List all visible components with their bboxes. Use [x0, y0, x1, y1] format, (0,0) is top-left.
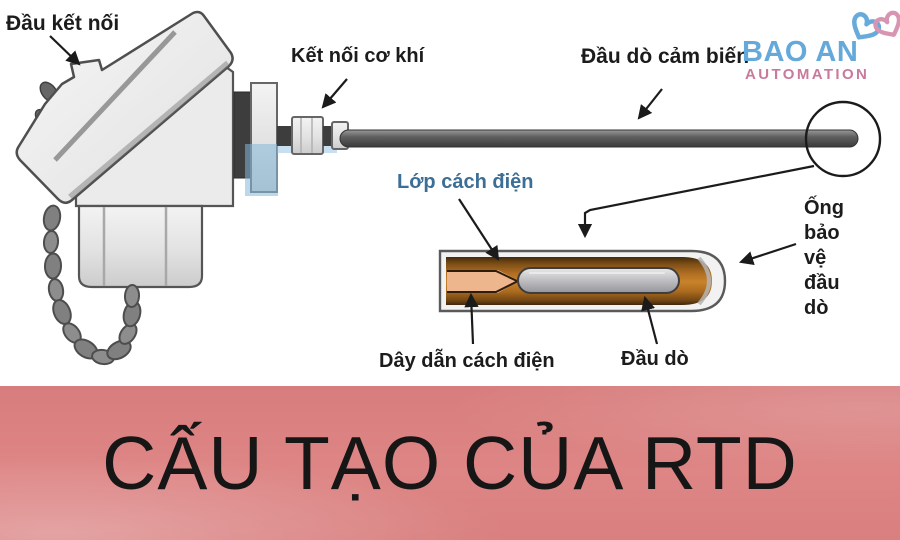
insulation-fill: [447, 270, 517, 293]
rtd-diagram: [15, 10, 900, 366]
connection-head-label: Đầu kết nối: [6, 12, 120, 35]
protection-tube-label: Ống bảo vệ đầu dò: [804, 196, 844, 321]
arrow-connection-head: [49, 35, 81, 66]
compression-fitting: [291, 116, 324, 155]
arrow-probe-tip: [641, 295, 659, 345]
sensor-probe-label: Đầu dò cảm biến: [581, 45, 750, 68]
arrow-insulated-wire: [464, 292, 479, 345]
logo-brand-name: BAO AN: [742, 36, 859, 68]
protection-tube-label-line: dò: [804, 297, 829, 319]
blue-highlight: [245, 144, 278, 196]
cap-chain: [42, 204, 142, 366]
mechanical-connection-label: Kết nối cơ khí: [291, 45, 425, 67]
mechanical-fittings: [233, 82, 349, 196]
protection-tube-label-line: Ống: [804, 197, 844, 219]
spacer: [277, 126, 292, 146]
title-banner: CẤU TẠO CỦA RTD: [0, 386, 900, 540]
arrow-insulation-layer: [458, 198, 500, 261]
sensing-element: [517, 267, 680, 294]
protection-tube-label-line: vệ: [804, 247, 827, 269]
arrow-mechanical-connection: [321, 78, 348, 109]
annotation-arrows: [49, 35, 797, 345]
arrow-sensor-probe: [637, 88, 663, 120]
fitting-ring: [323, 126, 332, 146]
arrow-protection-tube: [738, 242, 797, 266]
probe-tip-label: Đầu dò: [621, 348, 689, 370]
insulation-layer-label: Lớp cách điện: [397, 171, 534, 193]
page-title: CẤU TẠO CỦA RTD: [102, 421, 798, 505]
insulated-wire-label: Dây dẫn cách điện: [379, 350, 555, 372]
magnifier-circle: [804, 100, 882, 178]
heart-pink-icon: [873, 10, 900, 37]
tube-tip-shading: [697, 256, 711, 306]
interlocked-hearts-icon: [852, 10, 900, 40]
probe-tip-cross-section: [438, 249, 727, 313]
hex-nut: [77, 204, 204, 289]
probe-rod: [339, 129, 859, 148]
protection-tube-label-line: bảo: [804, 222, 840, 244]
connection-head-assembly: [15, 10, 235, 366]
wire-taper-lines: [447, 270, 518, 293]
magnifier-connector-line: [577, 164, 815, 239]
heart-blue-icon: [852, 12, 882, 40]
head-cap: [15, 10, 234, 204]
protection-tube-label-line: đầu: [804, 272, 840, 294]
logo-brand-subtitle: AUTOMATION: [745, 66, 870, 83]
